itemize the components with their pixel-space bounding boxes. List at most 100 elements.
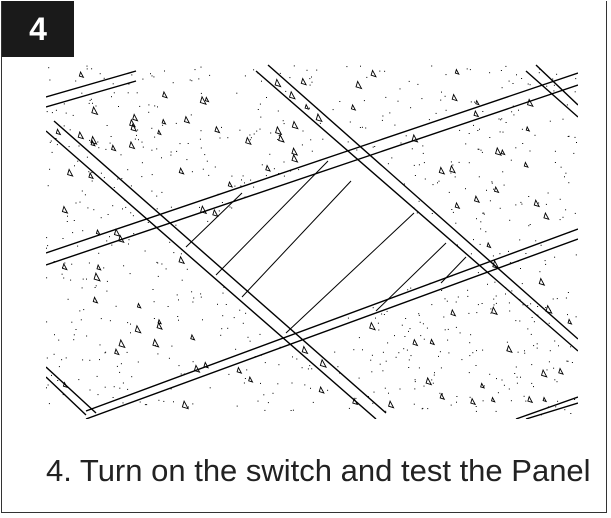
aggregate-triangle: [527, 395, 534, 404]
speckle-dot: [523, 395, 525, 397]
speckle-dot: [179, 143, 181, 145]
speckle-dot: [204, 154, 206, 156]
speckle-dot: [73, 334, 75, 336]
speckle-dot: [75, 329, 77, 330]
speckle-dot: [511, 111, 513, 113]
speckle-dot: [142, 78, 144, 80]
speckle-dot: [417, 83, 419, 85]
speckle-dot: [244, 182, 245, 184]
speckle-dot: [186, 159, 188, 161]
speckle-dot: [151, 75, 153, 77]
speckle-dot: [442, 393, 443, 395]
speckle-dot: [296, 358, 298, 360]
aggregate-triangle: [130, 123, 138, 132]
speckle-dot: [500, 119, 502, 121]
speckle-dot: [150, 73, 151, 75]
speckle-dot: [519, 320, 521, 322]
speckle-dot: [503, 384, 505, 386]
speckle-dot: [394, 335, 395, 337]
speckle-dot: [470, 253, 472, 255]
speckle-dot: [170, 388, 172, 390]
speckle-dot: [395, 356, 397, 358]
speckle-dot: [410, 287, 412, 289]
speckle-dot: [483, 212, 485, 214]
speckle-dot: [208, 174, 210, 176]
speckle-dot: [360, 65, 361, 67]
speckle-dot: [470, 334, 472, 336]
speckle-dot: [151, 174, 153, 176]
speckle-dot: [518, 109, 519, 111]
speckle-dot: [68, 146, 70, 148]
speckle-dot: [475, 406, 477, 407]
speckle-dot: [528, 225, 530, 227]
speckle-dot: [217, 303, 218, 305]
speckle-dot: [409, 328, 411, 330]
speckle-dot: [311, 81, 313, 83]
speckle-dot: [448, 352, 450, 354]
speckle-dot: [64, 262, 66, 264]
speckle-dot: [156, 148, 158, 150]
speckle-dot: [559, 198, 561, 200]
speckle-dot: [510, 159, 512, 161]
speckle-dot: [220, 334, 222, 336]
speckle-dot: [554, 150, 556, 152]
speckle-dot: [562, 216, 564, 218]
speckle-dot: [535, 240, 537, 242]
speckle-dot: [421, 408, 423, 410]
speckle-dot: [93, 209, 95, 211]
speckle-dot: [552, 298, 554, 300]
speckle-dot: [49, 141, 51, 143]
speckle-dot: [372, 402, 374, 404]
speckle-dot: [521, 78, 523, 79]
speckle-dot: [46, 277, 48, 279]
speckle-dot: [157, 262, 159, 264]
speckle-dot: [144, 250, 146, 252]
speckle-dot: [242, 322, 244, 324]
speckle-dot: [491, 182, 493, 184]
speckle-dot: [530, 333, 532, 335]
speckle-dot: [467, 295, 469, 297]
speckle-dot: [109, 142, 111, 144]
speckle-dot: [51, 374, 52, 376]
speckle-dot: [148, 111, 150, 113]
speckle-dot: [489, 137, 491, 138]
speckle-dot: [552, 78, 554, 80]
aggregate-triangle: [369, 321, 377, 331]
speckle-dot: [371, 371, 373, 373]
speckle-dot: [422, 152, 424, 154]
speckle-dot: [362, 349, 363, 351]
speckle-dot: [192, 301, 194, 303]
speckle-dot: [98, 147, 100, 149]
speckle-dot: [298, 169, 300, 171]
speckle-dot: [219, 137, 221, 139]
speckle-dot: [105, 148, 107, 150]
panel-area: [180, 153, 471, 343]
speckle-dot: [465, 143, 467, 145]
speckle-dot: [515, 204, 517, 206]
speckle-dot: [534, 134, 536, 136]
speckle-dot: [105, 351, 107, 353]
speckle-dot: [91, 68, 93, 70]
aggregate-triangle: [533, 198, 541, 208]
aggregate-triangle: [128, 140, 136, 150]
speckle-dot: [306, 69, 308, 71]
speckle-dot: [86, 278, 87, 280]
speckle-dot: [450, 172, 452, 174]
speckle-dot: [410, 107, 412, 109]
speckle-dot: [90, 98, 92, 100]
speckle-dot: [73, 220, 75, 221]
speckle-dot: [450, 161, 452, 163]
speckle-dot: [401, 324, 403, 326]
speckle-dot: [365, 127, 367, 129]
aggregate-triangle: [412, 338, 419, 347]
aggregate-triangle: [118, 338, 126, 349]
speckle-dot: [316, 69, 318, 71]
speckle-dot: [495, 302, 497, 304]
speckle-dot: [444, 329, 446, 331]
speckle-dot: [221, 126, 222, 128]
speckle-dot: [575, 254, 577, 256]
speckle-dot: [498, 118, 500, 120]
speckle-dot: [88, 102, 90, 104]
speckle-dot: [406, 349, 408, 351]
speckle-dot: [202, 319, 203, 321]
